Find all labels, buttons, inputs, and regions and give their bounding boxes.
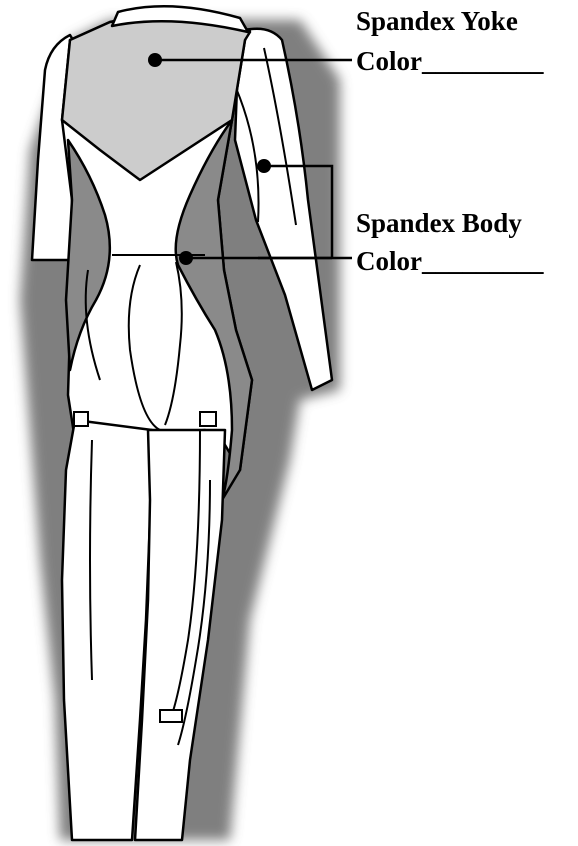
yoke-color-blank[interactable]: _________ xyxy=(421,46,544,76)
hip-tab-left xyxy=(74,412,88,426)
yoke-label-color: Color_________ xyxy=(356,46,544,76)
yoke-label-title: Spandex Yoke xyxy=(356,6,518,36)
yoke-color-word: Color xyxy=(356,46,422,76)
hip-tab-right xyxy=(200,412,216,426)
body-color-word: Color xyxy=(356,246,422,276)
body-label-color: Color_________ xyxy=(356,246,544,276)
leg-tab xyxy=(160,710,182,722)
body-label-title: Spandex Body xyxy=(356,208,522,238)
body-color-blank[interactable]: _________ xyxy=(421,246,544,276)
